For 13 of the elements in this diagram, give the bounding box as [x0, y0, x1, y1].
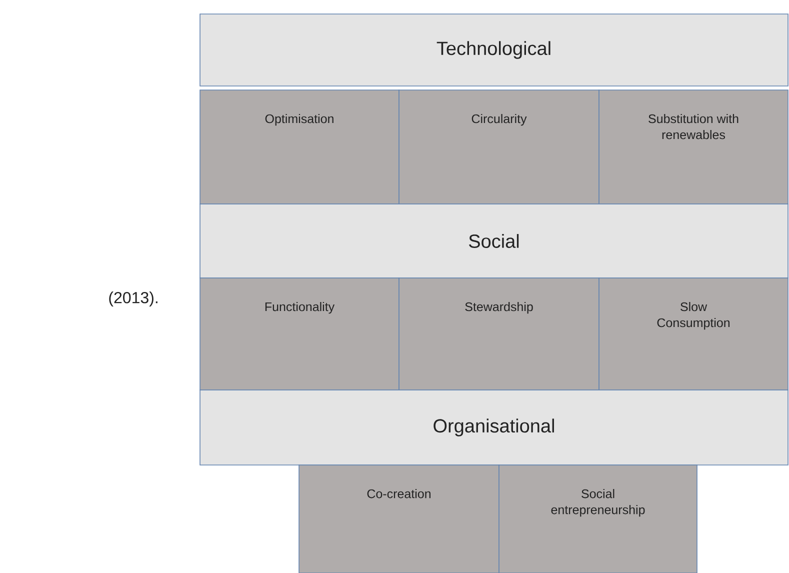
note-text: (2013). — [109, 292, 158, 306]
category-band: Technological — [200, 14, 788, 86]
strategy-cell: Slow Consumption — [598, 278, 788, 390]
strategy-cell: Circularity — [398, 90, 600, 204]
node-label: Co-creation — [367, 489, 430, 498]
strategy-cell: Functionality — [200, 278, 400, 390]
category-band: Social — [200, 204, 788, 278]
category-band: Organisational — [200, 390, 788, 466]
strategy-cell: Social entrepreneurship — [498, 464, 698, 573]
strategy-cell: Substitution with renewables — [598, 90, 788, 204]
strategy-cell: Optimisation — [200, 90, 400, 204]
strategy-cell: Co-creation — [298, 464, 500, 573]
strategy-cell: Stewardship — [398, 278, 600, 390]
